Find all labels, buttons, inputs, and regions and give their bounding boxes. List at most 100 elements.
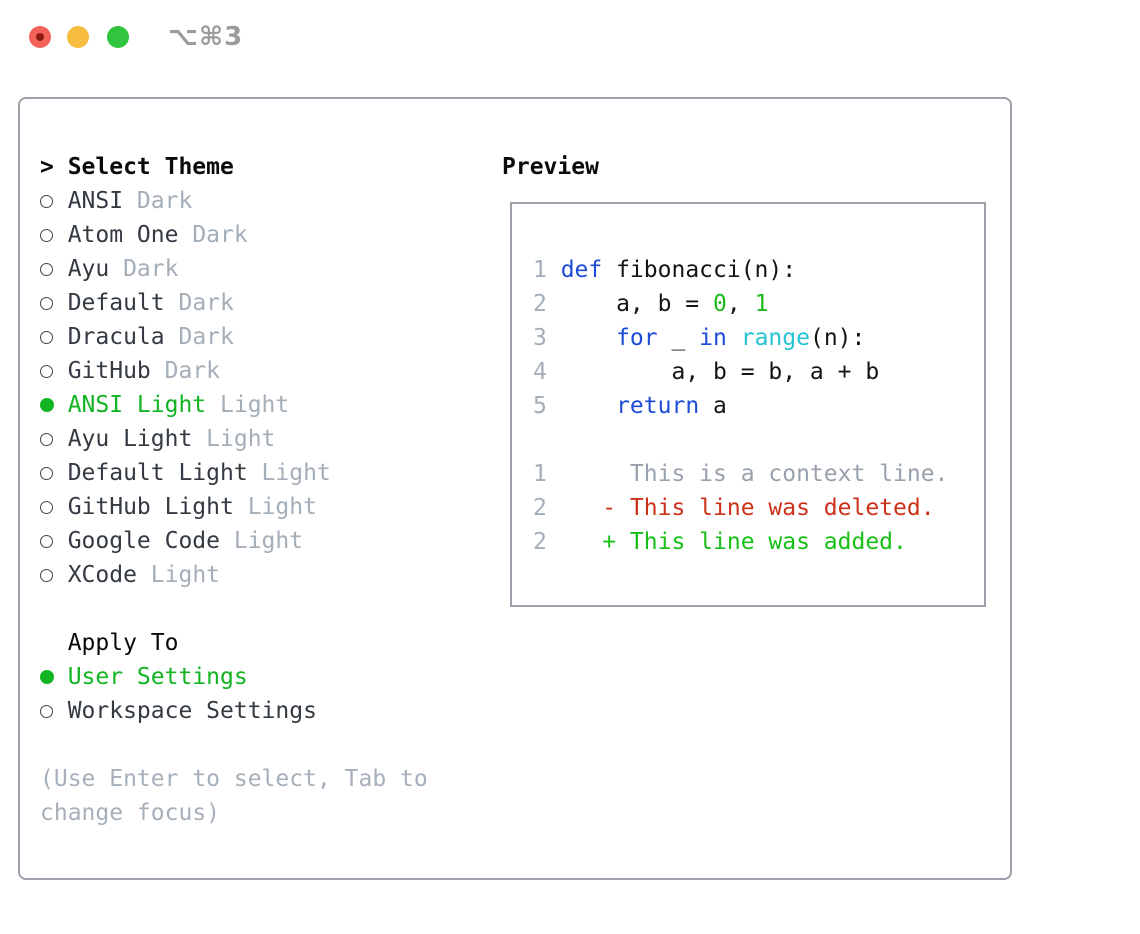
- preview-title: Preview: [502, 154, 599, 180]
- theme-item-dracula[interactable]: Dracula Dark: [40, 320, 490, 354]
- radio-icon: [40, 330, 68, 344]
- focus-caret-icon: >: [40, 154, 54, 180]
- close-button[interactable]: [29, 26, 51, 48]
- theme-item-label: Default Light: [67, 460, 248, 486]
- minimize-button[interactable]: [67, 26, 89, 48]
- diff-line: 2 - This line was deleted.: [533, 491, 974, 525]
- radio-icon: [40, 296, 68, 310]
- theme-variant-label: Dark: [136, 188, 193, 214]
- line-content: a, b = b, a + b: [560, 359, 880, 385]
- apply-option-user-settings[interactable]: User Settings: [40, 660, 490, 694]
- line-number: 2: [533, 291, 547, 317]
- apply-option-label: User Settings: [67, 664, 248, 690]
- code-line: 4 a, b = b, a + b: [533, 355, 974, 389]
- line-content: a, b = 0, 1: [560, 291, 769, 317]
- theme-variant-label: Light: [150, 562, 221, 588]
- theme-item-label: Google Code: [67, 528, 221, 554]
- diff-line: 2 + This line was added.: [533, 525, 974, 559]
- radio-icon: [40, 432, 68, 446]
- line-content: def fibonacci(n):: [560, 257, 797, 283]
- line-content: - This line was deleted.: [560, 495, 935, 521]
- radio-icon: [40, 568, 68, 582]
- theme-item-label: XCode: [67, 562, 137, 588]
- theme-item-label: Dracula: [67, 324, 165, 350]
- apply-option-label: Workspace Settings: [67, 698, 317, 724]
- theme-item-label: ANSI Light: [67, 392, 207, 418]
- radio-icon: [40, 228, 68, 242]
- theme-item-github[interactable]: GitHub Dark: [40, 354, 490, 388]
- diff-line: 1 This is a context line.: [533, 457, 974, 491]
- radio-icon: [40, 262, 68, 276]
- theme-variant-label: Light: [261, 460, 331, 486]
- theme-item-xcode[interactable]: XCode Light: [40, 558, 490, 592]
- line-content: return a: [616, 393, 727, 419]
- radio-selected-icon: [40, 670, 68, 684]
- line-number: 1: [533, 257, 547, 283]
- help-text: (Use Enter to select, Tab to change focu…: [40, 766, 428, 826]
- theme-item-label: GitHub Light: [67, 494, 234, 520]
- theme-list-header-row: > Select Theme: [40, 150, 490, 184]
- code-line: 5 return a: [533, 389, 974, 423]
- theme-variant-label: Dark: [178, 290, 234, 316]
- radio-icon: [40, 364, 68, 378]
- line-number: 4: [533, 359, 547, 385]
- theme-item-label: Atom One: [67, 222, 179, 248]
- radio-icon: [40, 194, 68, 208]
- apply-option-workspace-settings[interactable]: Workspace Settings: [40, 694, 490, 728]
- theme-item-ansi-light[interactable]: ANSI Light Light: [40, 388, 490, 422]
- line-number: 1: [533, 461, 547, 487]
- theme-variant-label: Light: [220, 392, 290, 418]
- line-content: + This line was added.: [560, 529, 907, 555]
- spacer: [40, 592, 490, 626]
- theme-variant-label: Dark: [123, 256, 179, 282]
- diff-preview: 1 This is a context line.2 - This line w…: [533, 457, 974, 559]
- spacer: [40, 728, 490, 762]
- line-number: 2: [533, 495, 547, 521]
- radio-selected-icon: [40, 398, 68, 412]
- theme-variant-label: Dark: [164, 358, 221, 384]
- theme-item-default-light[interactable]: Default Light Light: [40, 456, 490, 490]
- theme-item-label: Ayu: [67, 256, 110, 282]
- zoom-button[interactable]: [107, 26, 129, 48]
- theme-variant-label: Dark: [192, 222, 248, 248]
- radio-icon: [40, 500, 68, 514]
- theme-item-ansi[interactable]: ANSI Dark: [40, 184, 490, 218]
- theme-item-label: Ayu Light: [67, 426, 193, 452]
- code-line: 2 a, b = 0, 1: [533, 287, 974, 321]
- radio-icon: [40, 534, 68, 548]
- theme-item-default[interactable]: Default Dark: [40, 286, 490, 320]
- radio-icon: [40, 466, 68, 480]
- theme-variant-label: Light: [247, 494, 317, 520]
- theme-item-ayu[interactable]: Ayu Dark: [40, 252, 490, 286]
- theme-item-google-code[interactable]: Google Code Light: [40, 524, 490, 558]
- spacer: [533, 423, 974, 457]
- theme-item-github-light[interactable]: GitHub Light Light: [40, 490, 490, 524]
- title-bar: ⌥⌘3: [0, 0, 1140, 75]
- theme-list-title: Select Theme: [67, 154, 234, 180]
- theme-item-label: Default: [67, 290, 165, 316]
- record-dot-icon: [36, 33, 44, 41]
- code-line: 3 for _ in range(n):: [533, 321, 974, 355]
- theme-item-label: GitHub: [67, 358, 151, 384]
- apply-to-header-row: Apply To: [40, 626, 490, 660]
- window-title: ⌥⌘3: [168, 22, 244, 52]
- radio-icon: [40, 704, 68, 718]
- theme-item-atom-one[interactable]: Atom One Dark: [40, 218, 490, 252]
- line-content: This is a context line.: [560, 461, 949, 487]
- theme-variant-label: Light: [206, 426, 276, 452]
- code-line: 1 def fibonacci(n):: [533, 253, 974, 287]
- apply-to-title: Apply To: [67, 630, 179, 656]
- line-content: for _ in range(n):: [616, 325, 866, 351]
- line-number: 2: [533, 529, 547, 555]
- theme-variant-label: Light: [233, 528, 304, 554]
- theme-item-label: ANSI: [67, 188, 124, 214]
- line-number: 5: [533, 393, 547, 419]
- theme-item-ayu-light[interactable]: Ayu Light Light: [40, 422, 490, 456]
- theme-variant-label: Dark: [178, 324, 234, 350]
